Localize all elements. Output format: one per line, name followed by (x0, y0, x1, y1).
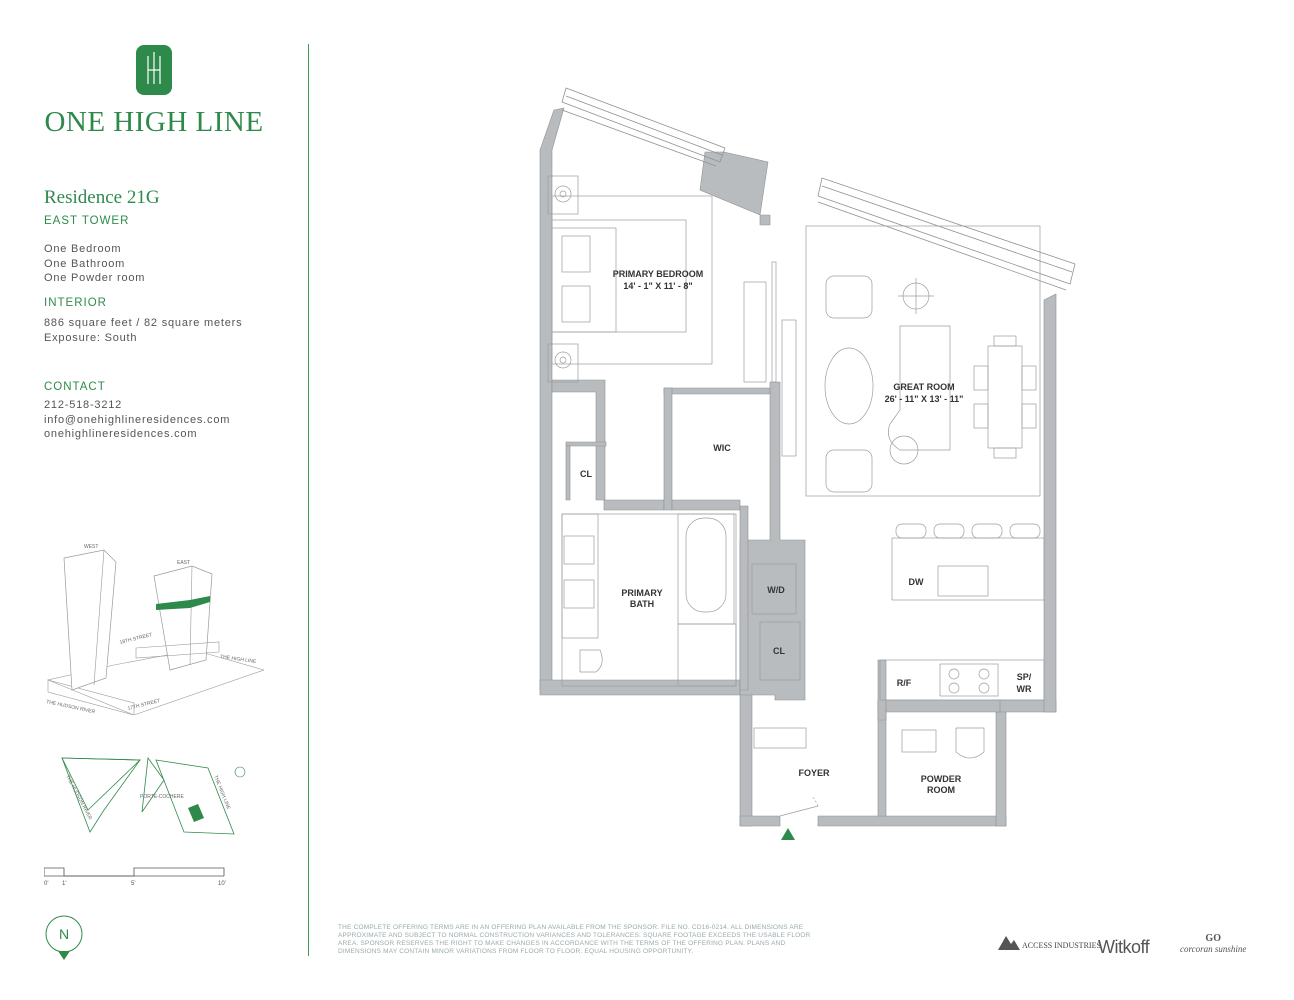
info-sidebar: ONE HIGH LINE Residence 21G EAST TOWER O… (0, 0, 308, 1000)
access-industries-text: ACCESS INDUSTRIES (1022, 941, 1101, 950)
room-label-foyer: FOYER (798, 768, 830, 778)
access-industries-logo: ACCESS INDUSTRIES (998, 934, 1101, 950)
one-high-line-logo-mark (136, 45, 172, 95)
corcoran-text: corcoran sunshine (1180, 944, 1247, 954)
interior-heading: INTERIOR (44, 297, 107, 309)
diagram-label-hudson-river: THE HUDSON RIVER (46, 699, 96, 715)
room-label-great-room: GREAT ROOM (893, 382, 954, 392)
north-arrow-icon: N (45, 915, 83, 960)
tower-name: EAST TOWER (44, 215, 130, 227)
room-summary-line: One Bedroom (44, 243, 122, 255)
contact-phone[interactable]: 212-518-3212 (44, 399, 123, 411)
scale-tick-5: 5' (131, 881, 136, 887)
contact-website[interactable]: onehighlineresidences.com (44, 428, 198, 440)
diagram-label-17th-street: 17TH STREET (127, 698, 161, 712)
interior-exposure: Exposure: South (44, 331, 138, 344)
scale-bar (44, 867, 225, 877)
sidebar-divider (308, 44, 309, 956)
room-summary-line: One Bathroom (44, 257, 126, 270)
room-label-closet-bedroom: CL (580, 469, 592, 479)
room-label-wic: WIC (713, 443, 731, 453)
room-label-dishwasher: DW (909, 577, 924, 587)
entry-arrow-icon (781, 828, 795, 840)
mountain-icon (998, 936, 1020, 950)
north-label: N (59, 926, 69, 942)
site-label-porte-cochere: PORTE-COCHERE (140, 794, 184, 800)
room-label-sp-wr-2: WR (1017, 684, 1032, 694)
room-label-sp-wr: SP/ (1017, 672, 1032, 682)
contact-email[interactable]: info@onehighlineresidences.com (44, 413, 231, 426)
scale-tick-10: 10' (218, 881, 226, 887)
diagram-label-high-line: THE HIGH LINE (220, 654, 258, 665)
room-summary-line: One Powder room (44, 272, 146, 284)
room-label-primary-bath: PRIMARY (621, 588, 662, 598)
scale-tick-1: 1' (62, 881, 67, 887)
interior-details: 886 square feet / 82 square meters Expos… (44, 316, 242, 345)
diagram-label-east: EAST (177, 560, 190, 566)
room-label-powder-room-2: ROOM (927, 785, 955, 795)
room-label-washer-dryer: W/D (767, 585, 785, 595)
diagram-label-18th-street: 18TH STREET (119, 632, 153, 646)
room-label-primary-bath-2: BATH (630, 599, 654, 609)
site-label-hudson-river: THE HUDSON RIVER (64, 774, 93, 821)
legal-disclaimer: THE COMPLETE OFFERING TERMS ARE IN AN OF… (338, 924, 811, 955)
site-plan-diagram: THE HUDSON RIVER PORTE-COCHERE THE HIGH … (61, 756, 246, 835)
room-label-refrigerator: R/F (897, 678, 912, 688)
room-label-primary-bedroom: PRIMARY BEDROOM (613, 269, 704, 279)
witkoff-logo: Witkoff (1098, 937, 1150, 957)
diagram-label-west: WEST (84, 544, 98, 550)
interior-area: 886 square feet / 82 square meters (44, 317, 243, 329)
floor-plan: PRIMARY BEDROOM 14' - 1" X 11' - 8" GREA… (539, 87, 1076, 840)
room-summary: One Bedroom One Bathroom One Powder room (44, 242, 145, 286)
scale-tick-0: 0' (44, 881, 49, 887)
contact-heading: CONTACT (44, 381, 106, 393)
building-axonometric-diagram: WEST EAST 18TH STREET THE HIGH LINE THE … (46, 544, 264, 715)
corcoran-mark: GO (1205, 933, 1221, 944)
room-dims-great-room: 26' - 11" X 13' - 11" (885, 394, 964, 404)
room-label-closet-hall: CL (773, 646, 785, 656)
room-dims-primary-bedroom: 14' - 1" X 11' - 8" (623, 281, 692, 291)
residence-title: Residence 21G (44, 187, 160, 208)
contact-details: 212-518-3212 info@onehighlineresidences.… (44, 398, 230, 442)
brand-name: ONE HIGH LINE (44, 106, 264, 138)
room-label-powder-room: POWDER (921, 774, 962, 784)
corcoran-sunshine-logo: GO corcoran sunshine (1180, 933, 1247, 955)
site-label-high-line: THE HIGH LINE (212, 775, 231, 812)
